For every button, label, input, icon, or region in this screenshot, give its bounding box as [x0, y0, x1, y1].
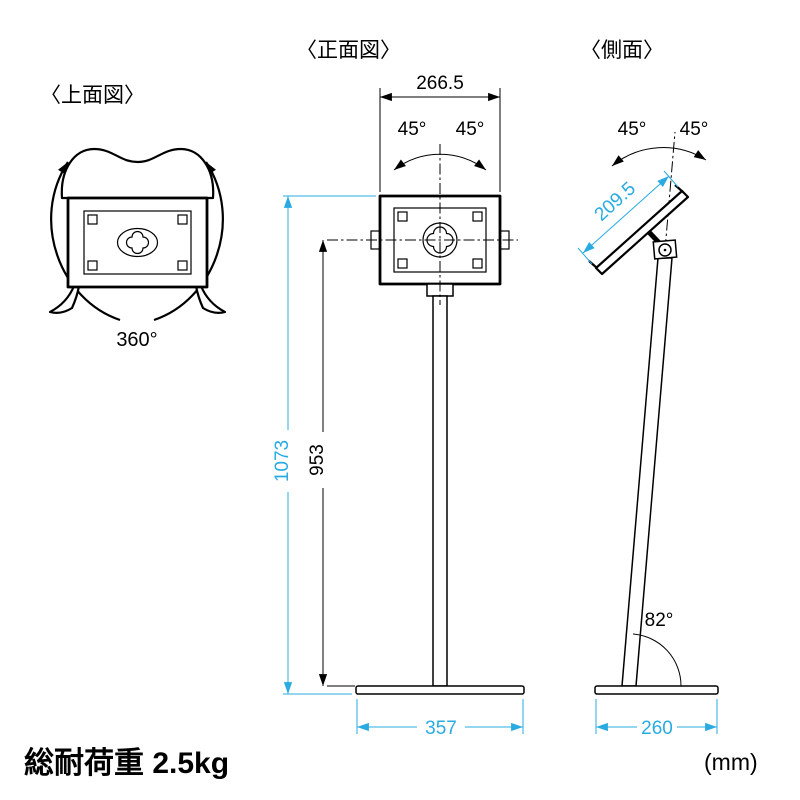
dimension-line: [582, 175, 670, 254]
base-depth-value: 260: [641, 718, 673, 739]
screw-hole: [87, 214, 98, 225]
front-view: 〈正面図〉 266.5 45° 45°: [272, 39, 525, 739]
top-bracket-inner: [83, 210, 192, 275]
screw-hole: [87, 260, 98, 271]
holder-arm-hook-left: [48, 284, 81, 314]
side-view: 〈側面〉 45° 45° 209.5 82°: [577, 39, 719, 739]
center-boss: [116, 227, 159, 258]
pole-front: [432, 295, 448, 687]
load-capacity-label: 総耐荷重 2.5kg: [24, 747, 229, 780]
dimension-total-height: 1073: [272, 195, 376, 695]
holder-arm-hook-right: [194, 284, 227, 314]
dimension-base-depth: 260: [595, 699, 718, 739]
side-view-label: 〈側面〉: [580, 39, 664, 62]
hinge-pivot-dot: [663, 248, 667, 252]
screw-hole: [397, 258, 408, 269]
screw-hole: [472, 211, 483, 222]
screw-hole: [472, 258, 483, 269]
vesa-clover: [125, 230, 150, 255]
base-side: [594, 685, 719, 695]
total-height-value: 1073: [272, 440, 293, 482]
base-width-value: 357: [425, 718, 457, 739]
pole-angle-value: 82°: [645, 610, 674, 631]
holder-lip: [674, 184, 684, 193]
tilt-right-value: 45°: [680, 119, 709, 140]
dimension-base-width: 357: [356, 699, 524, 739]
centerline-tilted: [664, 131, 676, 251]
screw-hole: [177, 260, 188, 271]
unit-label: (mm): [704, 749, 758, 775]
dimension-bracket-width: 266.5: [379, 73, 501, 192]
angle-arc: [632, 633, 682, 687]
rotation-arrow-left-icon: [50, 161, 121, 322]
base-front: [355, 685, 525, 695]
tilt-left-value: 45°: [398, 119, 427, 140]
tilt-arc-arrow-icon: [611, 147, 707, 167]
holder-top-shape: [60, 147, 215, 200]
screw-hole: [397, 211, 408, 222]
rotation-arrows: [50, 161, 224, 322]
center-height-value: 953: [307, 444, 328, 476]
screw-hole: [177, 214, 188, 225]
tilt-right-value: 45°: [456, 119, 485, 140]
top-view-label: 〈上面図〉: [40, 84, 145, 107]
extension-line: [577, 247, 593, 265]
pole-angle-indicator: 82°: [632, 610, 682, 687]
top-view: 〈上面図〉 360°: [40, 84, 227, 351]
extension-line: [663, 170, 679, 188]
dimension-center-height: 953: [307, 240, 355, 687]
front-view-label: 〈正面図〉: [296, 39, 401, 62]
holder-length-value: 209.5: [591, 178, 640, 225]
swivel-angle-label: 360°: [116, 329, 157, 351]
rotation-arrow-right-icon: [153, 161, 224, 322]
tilt-left-value: 45°: [618, 119, 647, 140]
bracket-width-value: 266.5: [416, 73, 464, 94]
